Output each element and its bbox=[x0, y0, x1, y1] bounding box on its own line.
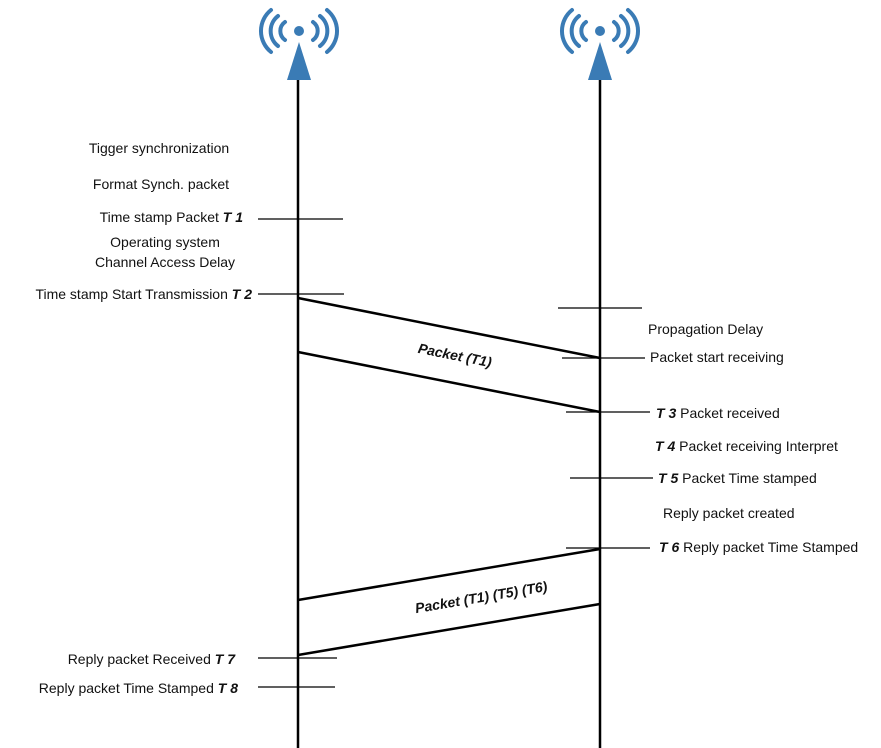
forward-packet-start-line bbox=[297, 296, 601, 360]
start-receiving-label: Packet start receiving bbox=[650, 349, 784, 365]
t7-label: Reply packet Received T 7 bbox=[68, 651, 237, 667]
trigger-label: Tigger synchronization bbox=[89, 140, 229, 156]
t2-label: Time stamp Start Transmission T 2 bbox=[35, 286, 252, 302]
reply-created-label: Reply packet created bbox=[663, 505, 795, 521]
forward-packet-label: Packet (T1) bbox=[417, 340, 494, 370]
t4-label: T 4 Packet receiving Interpret bbox=[655, 438, 838, 454]
reply-packet-label: Packet (T1) (T5) (T6) bbox=[414, 578, 549, 616]
right-antenna-icon bbox=[559, 8, 641, 80]
format-label: Format Synch. packet bbox=[93, 176, 229, 192]
t6-label: T 6 Reply packet Time Stamped bbox=[659, 539, 858, 555]
channel-delay-label: Channel Access Delay bbox=[95, 254, 235, 270]
t3-label: T 3 Packet received bbox=[656, 405, 780, 421]
t8-label: Reply packet Time Stamped T 8 bbox=[39, 680, 238, 696]
os-label: Operating system bbox=[110, 234, 220, 250]
reply-packet-end-line bbox=[297, 602, 601, 657]
forward-packet-end-line bbox=[297, 350, 601, 414]
left-antenna-icon bbox=[258, 8, 340, 80]
reply-packet-start-line bbox=[297, 547, 601, 602]
propagation-label: Propagation Delay bbox=[648, 321, 763, 337]
t5-label: T 5 Packet Time stamped bbox=[658, 470, 817, 486]
t1-label: Time stamp Packet T 1 bbox=[100, 209, 244, 225]
